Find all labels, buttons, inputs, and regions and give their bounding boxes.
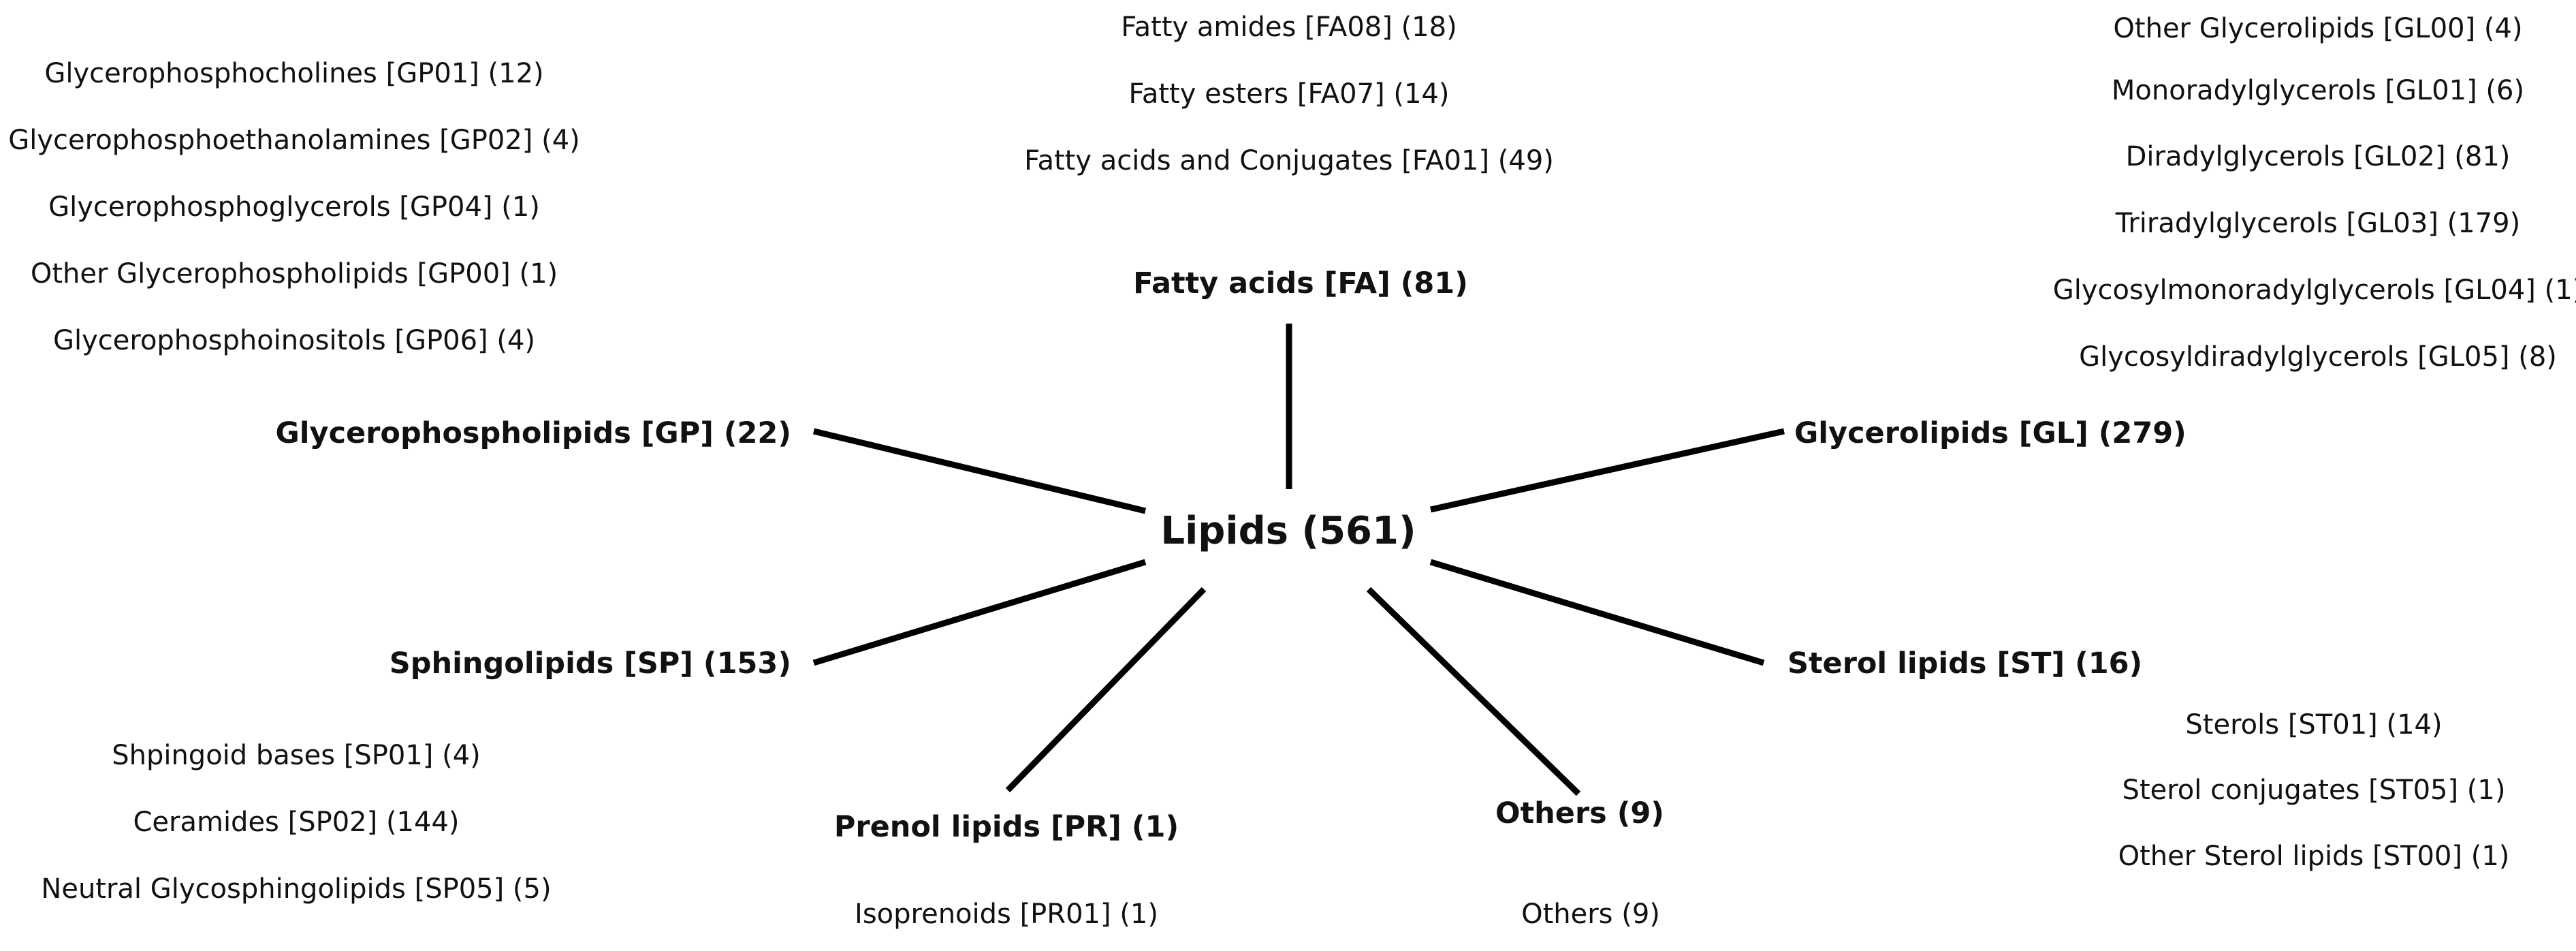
subclass-gl-3: Triradylglycerols [GL03] (179) [2115, 208, 2521, 239]
category-glycerolipids: Glycerolipids [GL] (279) [1794, 416, 2187, 450]
subclass-gp-0: Glycerophosphocholines [GP01] (12) [44, 58, 544, 89]
category-others: Others (9) [1495, 796, 1664, 830]
subclass-gp-4: Glycerophosphoinositols [GP06] (4) [52, 325, 536, 356]
category-prenol-lipids: Prenol lipids [PR] (1) [833, 810, 1179, 844]
subclass-gp-1: Glycerophosphoethanolamines [GP02] (4) [8, 125, 580, 156]
category-fatty-acids: Fatty acids [FA] (81) [1133, 266, 1468, 300]
subclass-st-1: Sterol conjugates [ST05] (1) [2122, 775, 2506, 806]
subclass-sp-0: Shpingoid bases [SP01] (4) [112, 740, 481, 771]
category-glycerophospholipids: Glycerophospholipids [GP] (22) [275, 416, 792, 450]
subclass-sp-2: Neutral Glycosphingolipids [SP05] (5) [41, 873, 552, 905]
connector-line-ot [1366, 587, 1581, 796]
subclass-gp-3: Other Glycerophospholipids [GP00] (1) [30, 258, 558, 290]
category-sterol-lipids: Sterol lipids [ST] (16) [1787, 646, 2143, 681]
subclass-sp-1: Ceramides [SP02] (144) [133, 807, 460, 838]
subclass-gl-0: Other Glycerolipids [GL00] (4) [2113, 13, 2523, 44]
subclass-gl-4: Glycosylmonoradylglycerols [GL04] (1) [2052, 275, 2576, 306]
subclass-gl-1: Monoradylglycerols [GL01] (6) [2111, 75, 2525, 106]
subclass-pr-0: Isoprenoids [PR01] (1) [855, 899, 1158, 930]
connector-line-gl [1430, 428, 1785, 513]
subclass-st-2: Other Sterol lipids [ST00] (1) [2118, 841, 2510, 872]
subclass-fa-2: Fatty acids and Conjugates [FA01] (49) [1024, 145, 1554, 176]
subclass-fa-0: Fatty amides [FA08] (18) [1121, 12, 1457, 43]
subclass-st-0: Sterols [ST01] (14) [2185, 709, 2443, 740]
subclass-gl-5: Glycosyldiradylglycerols [GL05] (8) [2079, 341, 2557, 373]
subclass-gl-2: Diradylglycerols [GL02] (81) [2125, 141, 2511, 172]
subclass-ot-0: Others (9) [1521, 899, 1660, 930]
root-node: Lipids (561) [1160, 509, 1416, 553]
subclass-gp-2: Glycerophosphoglycerols [GP04] (1) [48, 191, 540, 223]
connector-line-sp [812, 559, 1147, 666]
connector-line-st [1429, 559, 1765, 666]
subclass-fa-1: Fatty esters [FA07] (14) [1128, 78, 1450, 110]
category-sphingolipids: Sphingolipids [SP] (153) [389, 646, 791, 681]
connector-line-gp [812, 428, 1147, 514]
connector-line-pr [1005, 587, 1207, 793]
